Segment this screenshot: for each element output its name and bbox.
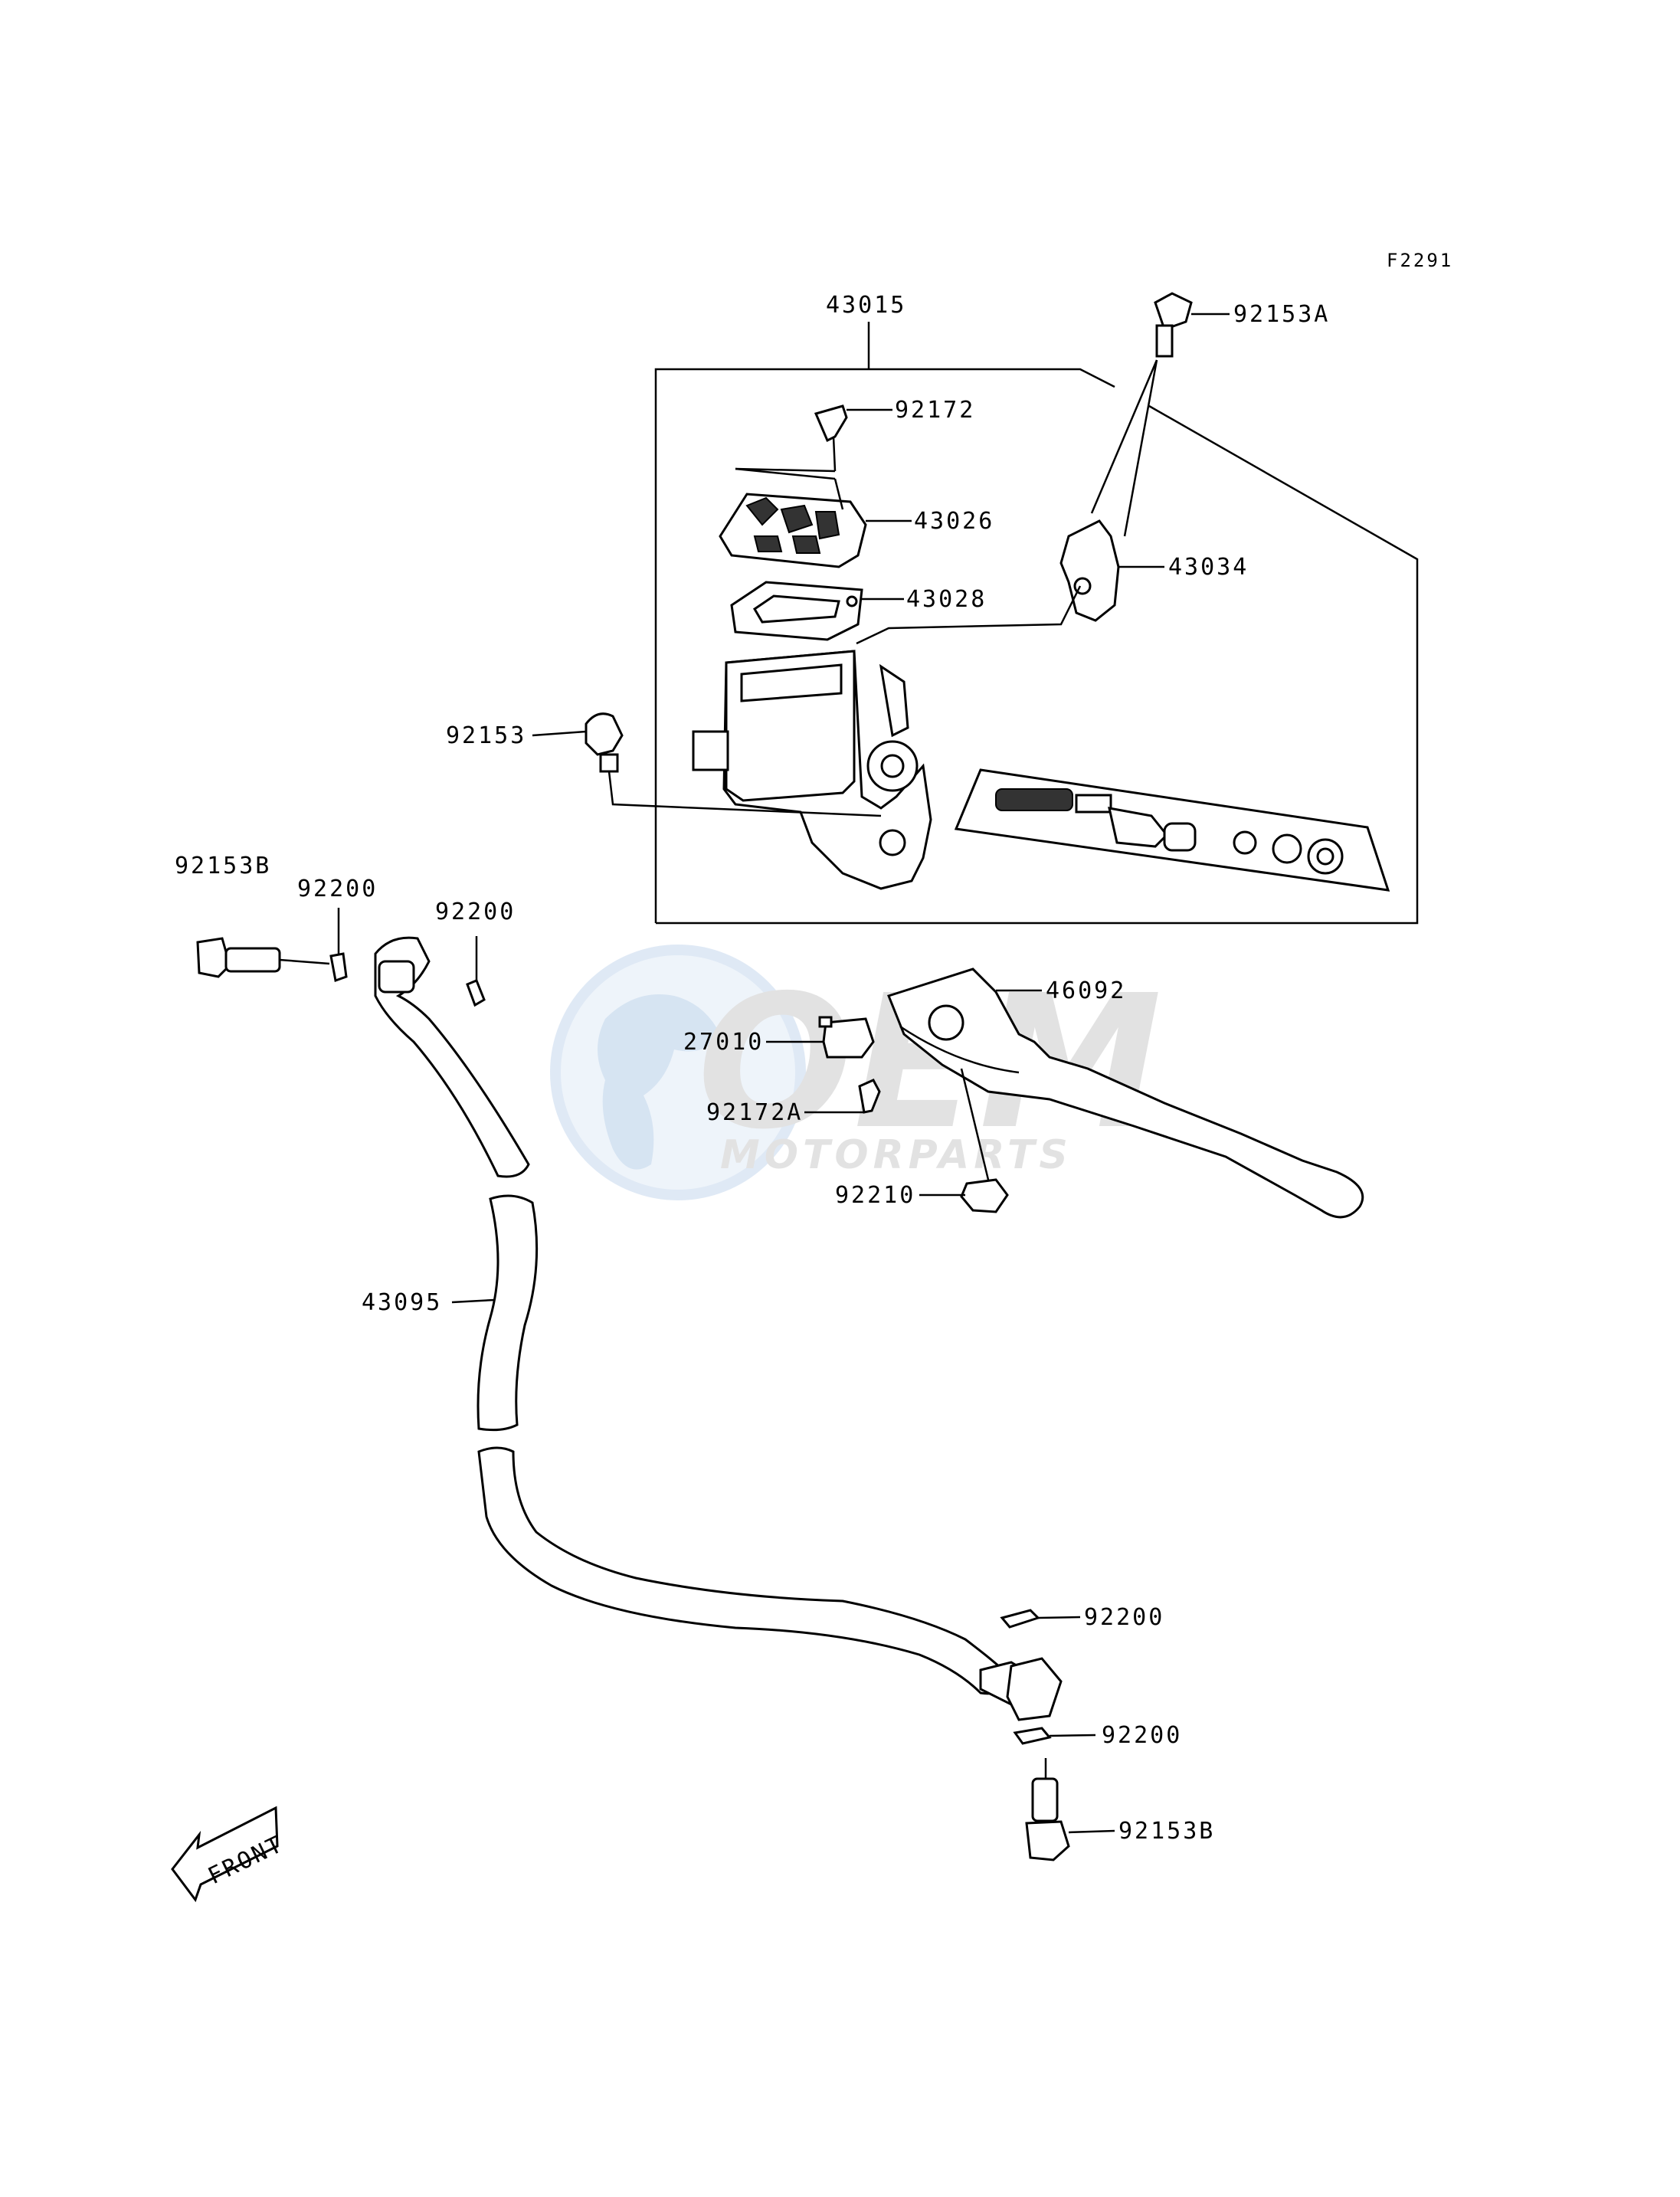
washer-92200-d [1013,1727,1096,1745]
cap-screw-92172 [735,404,848,510]
callout-43095: 43095 [362,1289,442,1316]
clutch-lever-46092 [887,968,1364,1219]
callout-43015: 43015 [826,292,906,319]
bolt-92153b-top [196,937,330,978]
reservoir-diaphragm-43028 [730,581,863,641]
clutch-hose-43095 [374,936,1063,1721]
bolt-92153b-bottom [1025,1758,1115,1861]
callout-43028: 43028 [906,586,987,613]
assembly-bracket-43015 [654,322,1419,925]
reservoir-cap-43026 [719,493,867,568]
clamp-holder-43034 [856,359,1158,645]
clutch-switch-27010 [818,1016,875,1059]
callout-92200-c: 92200 [1084,1604,1164,1631]
front-direction-arrow: FRONT [171,1806,288,1903]
watermark-sub: MOTORPARTS [720,1132,1073,1178]
leader-lines [451,313,1230,1304]
callout-92172a: 92172A [706,1099,803,1126]
figure-code: F2291 [1387,250,1453,271]
callout-92210: 92210 [835,1182,915,1209]
callout-92153b-bottom: 92153B [1118,1818,1215,1845]
callout-92153: 92153 [446,722,526,749]
bolt-92153a [1154,292,1193,358]
washer-92200-a [329,908,348,983]
callout-92153a: 92153A [1233,301,1330,328]
bolt-92153 [585,712,882,817]
screw-92172a [858,1079,881,1114]
callout-92200-b: 92200 [435,899,516,925]
piston-kit [954,768,1390,892]
washer-92200-c [1000,1609,1081,1629]
callout-labels: 43015 92153A 92172 43026 43034 43028 921… [175,292,1330,1845]
nut-92210 [960,1068,1009,1213]
callout-46092: 46092 [1046,977,1126,1004]
callout-43026: 43026 [914,508,994,535]
callout-92172: 92172 [895,397,975,424]
callout-92200-d: 92200 [1102,1722,1182,1749]
callout-27010: 27010 [683,1029,764,1056]
continents-icon [598,994,720,1170]
callout-92153b-top: 92153B [175,853,271,879]
globe-logo-icon [550,945,806,1200]
master-cylinder-body [692,650,932,890]
callout-92200-a: 92200 [297,876,378,902]
washer-92200-b [466,936,486,1007]
callout-43034: 43034 [1168,554,1249,581]
